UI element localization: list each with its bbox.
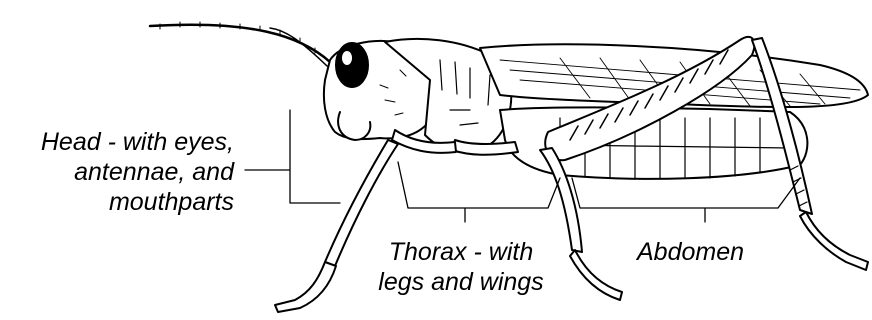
hind-tarsus: [800, 212, 868, 270]
thorax-label: Thorax - with legs and wings: [366, 237, 556, 297]
eye-highlight: [342, 51, 352, 65]
abdomen-label-line-1: Abdomen: [637, 237, 744, 267]
head-leader: [245, 110, 340, 203]
middle-tarsus: [570, 250, 622, 300]
abdomen-label: Abdomen: [637, 237, 744, 267]
head-label: Head - with eyes, antennae, and mouthpar…: [41, 127, 234, 217]
head-label-line-3: mouthparts: [41, 187, 234, 217]
head-label-line-1: Head - with eyes,: [41, 127, 234, 157]
thorax-bracket: [398, 162, 560, 222]
antenna: [150, 25, 330, 62]
thorax-label-line-2: legs and wings: [366, 267, 556, 297]
eye: [336, 43, 368, 87]
abdomen-bracket: [572, 178, 800, 222]
thorax-label-line-1: Thorax - with: [366, 237, 556, 267]
front-tarsus: [275, 262, 336, 312]
head-label-line-2: antennae, and: [41, 157, 234, 187]
